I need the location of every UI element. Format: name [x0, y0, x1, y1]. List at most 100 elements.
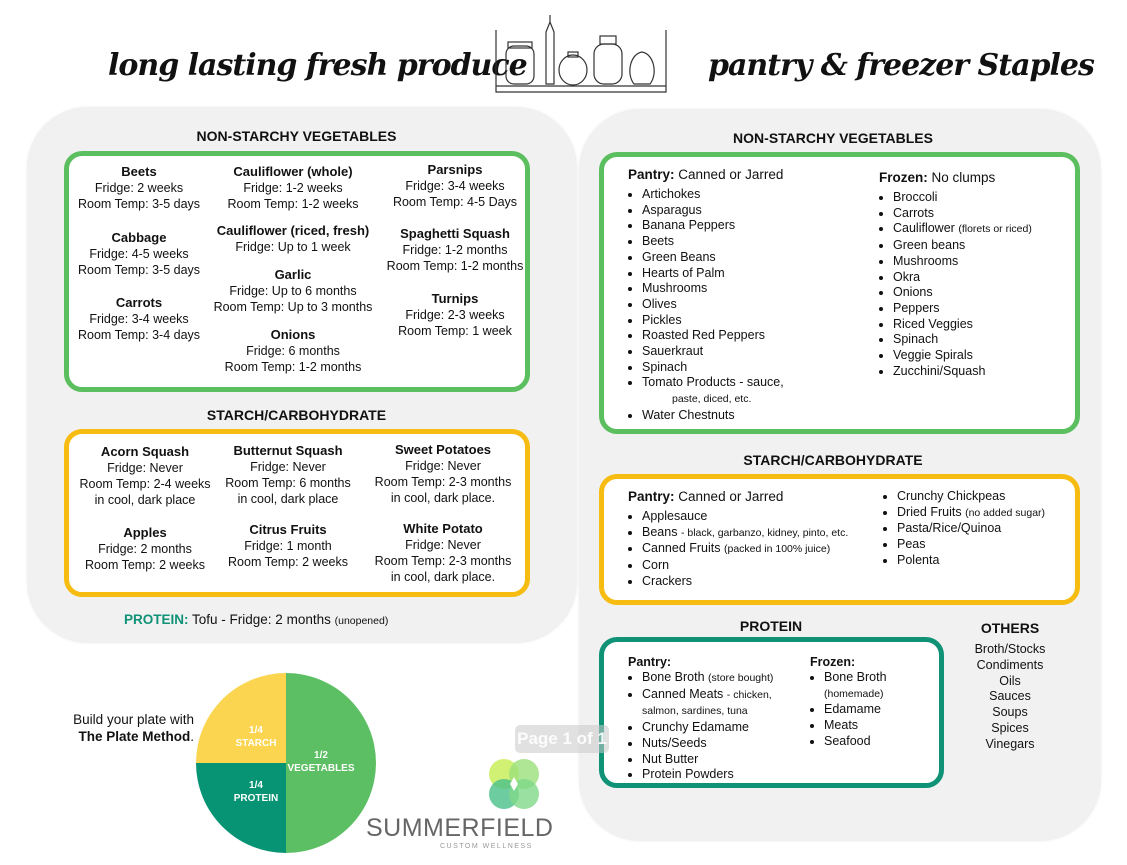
list-item: Peppers: [863, 301, 1032, 317]
list-item: Riced Veggies: [863, 317, 1032, 333]
list-item: Cauliflower (florets or riced): [863, 221, 1032, 238]
veg-label: VEGETABLES: [287, 763, 354, 774]
list-item: Bone Broth(homemade): [794, 670, 887, 702]
produce-name: Citrus Fruits: [249, 522, 327, 537]
list-item: Hearts of Palm: [612, 266, 784, 282]
list-item: Artichokes: [612, 187, 784, 203]
list-item: Broccoli: [863, 190, 1032, 206]
summerfield-logo-icon: [489, 759, 539, 809]
pie-slice-starch: [196, 673, 286, 763]
produce-name: Apples: [123, 525, 167, 540]
list-item: Okra: [863, 270, 1032, 286]
list-item: Green Beans: [612, 250, 784, 266]
storage-line: Fridge: Never: [405, 538, 481, 552]
storage-line: Room Temp: 3-5 days: [77, 263, 201, 277]
produce-name: Spaghetti Squash: [400, 226, 510, 241]
list-item: Banana Peppers: [612, 218, 784, 234]
list-item: Sauerkraut: [612, 344, 784, 360]
storage-line: in cool, dark place.: [390, 570, 496, 584]
list-item: Beets: [612, 234, 784, 250]
protein-frac: 1/4: [249, 780, 263, 791]
produce-name: Turnips: [431, 291, 479, 306]
produce-name: Cabbage: [111, 230, 167, 245]
list-item: Onions: [863, 285, 1032, 301]
left-title: long lasting fresh produce: [108, 48, 528, 83]
list-item: Spinach: [612, 360, 784, 376]
right-veg-heading: NON-STARCHY VEGETABLES: [733, 130, 933, 146]
storage-line: Fridge: Never: [405, 459, 481, 473]
left-veg-heading: NON-STARCHY VEGETABLES: [196, 128, 397, 144]
produce-item: Cauliflower (riced, fresh)Fridge: Up to …: [217, 223, 369, 255]
list-item: Mushrooms: [612, 281, 784, 297]
right-starch-heading: STARCH/CARBOHYDRATE: [743, 452, 923, 468]
list-item: Corn: [612, 558, 848, 574]
list-item: Olives: [612, 297, 784, 313]
storage-line: Room Temp: 3-5 days: [77, 197, 201, 211]
list-item: Spinach: [863, 332, 1032, 348]
logo-tagline: CUSTOM WELLNESS: [440, 843, 533, 850]
storage-line: Room Temp: 6 months: [225, 476, 351, 490]
storage-line: Fridge: Never: [250, 460, 326, 474]
others-item: Sauces: [989, 689, 1031, 704]
list-item: Polenta: [867, 553, 1045, 569]
pie-slice-protein: [196, 763, 286, 853]
list-item: Edamame: [794, 702, 887, 718]
list-item: Nut Butter: [612, 752, 773, 768]
storage-line: Fridge: 3-4 weeks: [89, 312, 189, 326]
right-starch-box: [599, 474, 1080, 605]
storage-line: Room Temp: 2-3 months: [374, 475, 512, 489]
others-item: Oils: [999, 673, 1021, 688]
list-item: Meats: [794, 718, 887, 734]
storage-line: Fridge: 1-2 weeks: [243, 181, 343, 195]
others-heading: OTHERS: [980, 620, 1040, 636]
others-item: Vinegars: [985, 736, 1035, 751]
list-item: Canned Fruits (packed in 100% juice): [612, 541, 848, 558]
storage-line: Fridge: 3-4 weeks: [405, 179, 505, 193]
list-item: Seafood: [794, 734, 887, 750]
storage-line: in cool, dark place.: [390, 491, 496, 505]
storage-line: Room Temp: 4-5 Days: [392, 195, 518, 209]
storage-line: Fridge: Never: [107, 461, 183, 475]
page-indicator: Page 1 of 1: [515, 725, 609, 753]
produce-name: White Potato: [403, 521, 483, 536]
right-protein-box: [599, 637, 944, 788]
list-item: Roasted Red Peppers: [612, 328, 784, 344]
list-item: Veggie Spirals: [863, 348, 1032, 364]
storage-line: Room Temp: 1-2 weeks: [227, 197, 359, 211]
starch-label: STARCH: [236, 738, 277, 749]
list-item: Crackers: [612, 574, 848, 590]
storage-line: Fridge: 2 months: [98, 542, 192, 556]
list-item: Canned Meats - chicken,salmon, sardines,…: [612, 687, 773, 720]
storage-line: Fridge: 2 weeks: [94, 181, 184, 195]
list-item: Asparagus: [612, 203, 784, 219]
protein-tofu-line: PROTEIN: Tofu - Fridge: 2 months (unopen…: [124, 612, 389, 627]
starch-frac: 1/4: [249, 725, 263, 736]
storage-line: Fridge: 2-3 weeks: [405, 308, 505, 322]
storage-line: Fridge: 1-2 months: [402, 243, 508, 257]
left-veg-box: [64, 151, 530, 392]
veg-frac: 1/2: [314, 750, 328, 761]
produce-name: Sweet Potatoes: [394, 442, 492, 457]
right-veg-box: [599, 152, 1080, 434]
list-item: Beans - black, garbanzo, kidney, pinto, …: [612, 525, 848, 542]
storage-line: Room Temp: 2-3 months: [374, 554, 512, 568]
storage-line: Room Temp: 3-4 days: [77, 328, 201, 342]
left-starch-heading: STARCH/CARBOHYDRATE: [206, 407, 387, 423]
others-item: Condiments: [976, 657, 1044, 672]
storage-line: Room Temp: 2 weeks: [228, 555, 348, 569]
list-item: Dried Fruits (no added sugar): [867, 505, 1045, 522]
protein-pantry-section: Pantry: Bone Broth (store bought)Canned …: [628, 654, 773, 783]
produce-name: Parsnips: [427, 162, 483, 177]
